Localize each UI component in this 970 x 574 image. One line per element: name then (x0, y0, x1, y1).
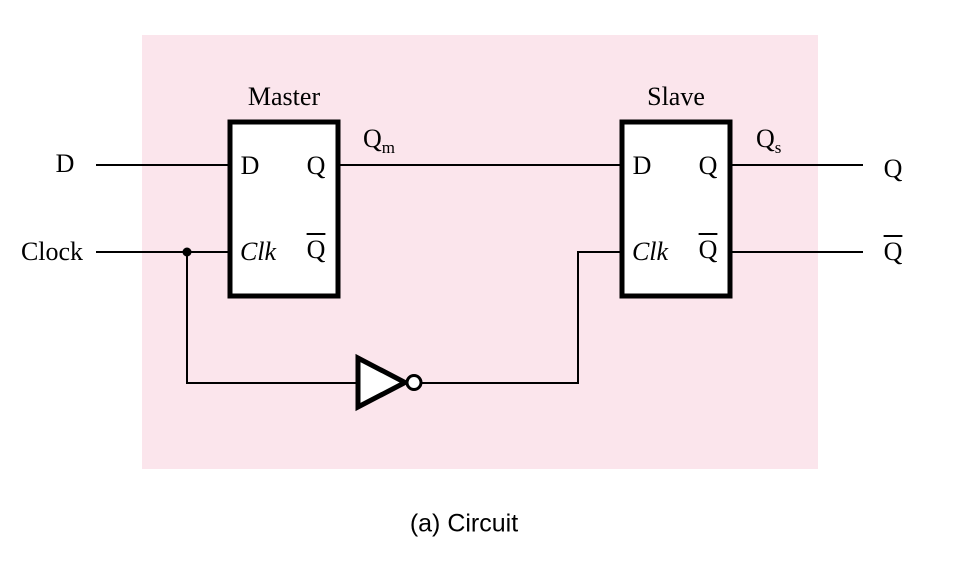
net-qs-label: Qs (756, 124, 782, 158)
slave-title: Slave (647, 82, 705, 111)
net-qs-base: Q (756, 124, 775, 153)
master-pin-d-label: D (240, 151, 260, 180)
wire-clock-branch (186, 252, 358, 384)
input-d-label: D (55, 149, 75, 178)
net-qm-base: Q (363, 124, 382, 153)
slave-pin-q-label: Q (698, 151, 718, 180)
output-q-label: Q (883, 154, 903, 183)
master-pin-clk-label: Clk (239, 237, 277, 266)
master-box (227, 119, 341, 299)
clock-junction-dot (182, 247, 192, 257)
slave-pin-clk-label: Clk (631, 237, 669, 266)
figure-caption: (a) Circuit (409, 509, 519, 538)
master-title: Master (247, 82, 321, 111)
slave-box (619, 119, 733, 299)
inverter-bubble (405, 374, 423, 391)
wire-inverter-to-slave (421, 251, 622, 384)
input-clock-label: Clock (20, 237, 84, 266)
net-qm-subscript: m (381, 138, 396, 158)
net-qs-subscript: s (774, 138, 782, 158)
inverter-triangle (355, 353, 411, 412)
slave-pin-d-label: D (632, 151, 652, 180)
net-qm-label: Qm (363, 124, 396, 158)
slave-pin-qbar-label: Q (698, 235, 718, 264)
output-qbar-label: Q (883, 237, 903, 266)
master-pin-qbar-label: Q (306, 235, 326, 264)
master-pin-q-label: Q (306, 151, 326, 180)
